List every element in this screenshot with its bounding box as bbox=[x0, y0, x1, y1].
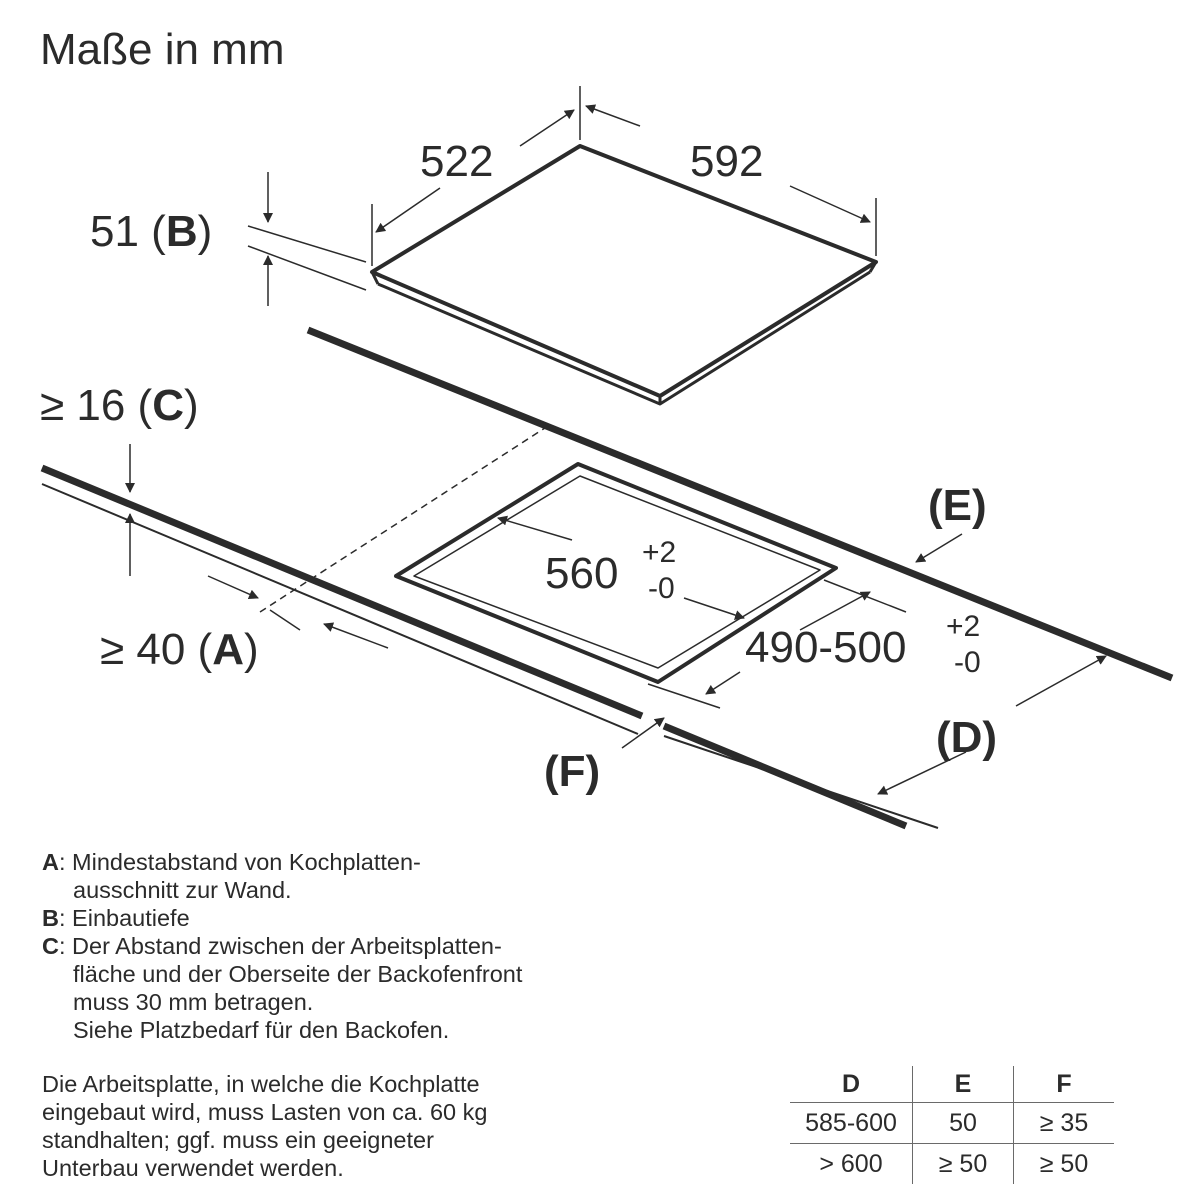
label-d: (D) bbox=[936, 713, 997, 762]
table-header-d: D bbox=[841, 1069, 861, 1098]
countertop-edges bbox=[40, 326, 1174, 830]
cutout-depth-tol-plus: +2 bbox=[946, 610, 980, 643]
cutout-dimension-lines bbox=[125, 444, 1107, 795]
hob-outline bbox=[370, 144, 878, 406]
dimension-table: D E F 585-600 50 ≥ 35 > 600 ≥ 50 ≥ 50 bbox=[790, 1066, 1114, 1184]
cutout-outline bbox=[394, 462, 838, 684]
legend-item-c-cont: Siehe Platzbedarf für den Backofen. bbox=[73, 1017, 450, 1043]
cutout-depth-label: 490-500 bbox=[745, 623, 906, 672]
page-title: Maße in mm bbox=[40, 25, 284, 74]
cutout-depth-tol-minus: -0 bbox=[954, 646, 981, 679]
hob-dimension-lines bbox=[247, 86, 877, 306]
build-depth-label: 51 (B) bbox=[90, 207, 212, 256]
installation-diagram: Maße in mm 522 592 51 (B) bbox=[40, 25, 1174, 830]
cutout-width-tol-minus: -0 bbox=[648, 572, 675, 605]
legend-item-c-cont: muss 30 mm betragen. bbox=[73, 989, 314, 1015]
table-cell: 50 bbox=[912, 1102, 1014, 1144]
label-e: (E) bbox=[928, 481, 987, 530]
label-f: (F) bbox=[544, 747, 600, 796]
cutout-width-tol-plus: +2 bbox=[642, 536, 676, 569]
load-note: Die Arbeitsplatte, in welche die Kochpla… bbox=[42, 1071, 488, 1181]
hob-depth-label: 522 bbox=[420, 137, 493, 186]
table-header-row: D E F bbox=[790, 1066, 1114, 1103]
table-cell: > 600 bbox=[790, 1143, 913, 1184]
gap-c-label: ≥ 16 (C) bbox=[40, 381, 199, 430]
legend-item-b: B: Einbautiefe bbox=[42, 905, 190, 931]
hob-width-label: 592 bbox=[690, 137, 763, 186]
table-cell: ≥ 50 bbox=[1013, 1143, 1114, 1184]
wall-a-label: ≥ 40 (A) bbox=[100, 625, 259, 674]
legend-item-c-cont: fläche und der Oberseite der Backofenfro… bbox=[73, 961, 523, 987]
legend-item-c: C: Der Abstand zwischen der Arbeitsplatt… bbox=[42, 933, 502, 959]
table-header-f: F bbox=[1013, 1066, 1114, 1103]
legend-item-a-cont: ausschnitt zur Wand. bbox=[73, 877, 292, 903]
cutout-width-label: 560 bbox=[545, 549, 618, 598]
table-header-e: E bbox=[912, 1066, 1014, 1103]
table-row: > 600 ≥ 50 ≥ 50 bbox=[790, 1143, 1114, 1184]
table-cell: 585-600 bbox=[790, 1102, 913, 1144]
legend-item-a: A: Mindestabstand von Kochplatten- bbox=[42, 849, 421, 875]
table-cell: ≥ 35 bbox=[1013, 1102, 1114, 1144]
table-cell: ≥ 50 bbox=[912, 1143, 1014, 1184]
table-row: 585-600 50 ≥ 35 bbox=[790, 1102, 1114, 1144]
legend: A: Mindestabstand von Kochplatten- aussc… bbox=[42, 848, 742, 1044]
